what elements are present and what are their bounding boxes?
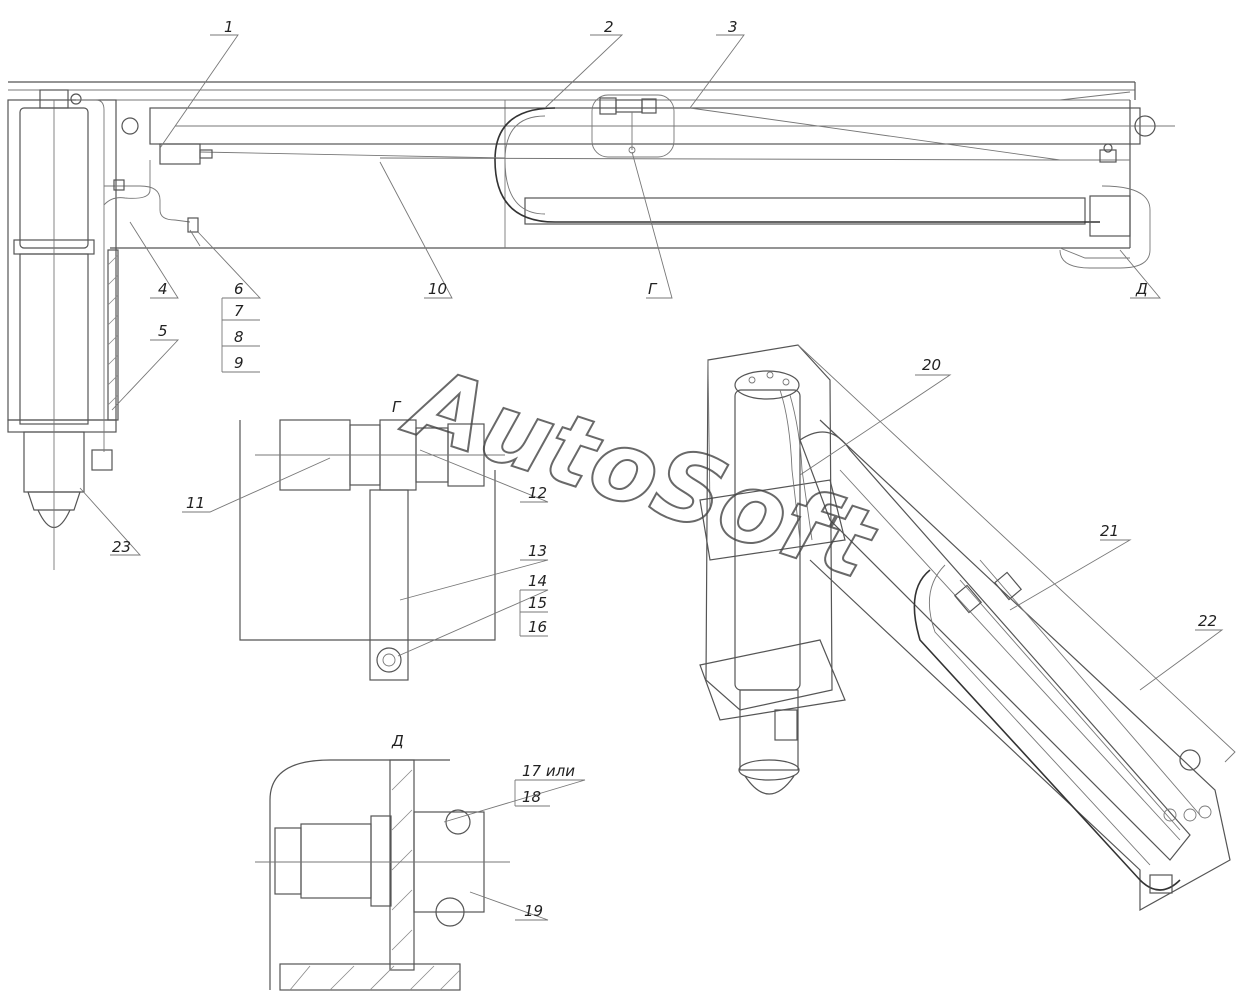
label-21: 21 xyxy=(1100,522,1119,540)
label-g-title: Г xyxy=(392,398,402,416)
label-12: 12 xyxy=(528,484,547,502)
label-10: 10 xyxy=(428,280,447,298)
detail-view-d xyxy=(255,759,586,991)
label-7: 7 xyxy=(234,302,244,320)
label-6: 6 xyxy=(234,280,244,298)
column-cylinder xyxy=(7,89,119,570)
label-9: 9 xyxy=(234,354,244,372)
label-20: 20 xyxy=(922,356,941,374)
label-16: 16 xyxy=(528,618,547,636)
label-17: 17 или xyxy=(522,762,575,780)
label-8: 8 xyxy=(234,328,244,346)
label-2: 2 xyxy=(604,18,614,36)
top-view xyxy=(7,34,1175,570)
detail-view-g xyxy=(182,419,549,681)
label-5: 5 xyxy=(158,322,168,340)
label-18: 18 xyxy=(522,788,541,806)
label-3: 3 xyxy=(728,18,738,36)
label-1: 1 xyxy=(224,18,234,36)
label-15: 15 xyxy=(528,594,547,612)
watermark: AutoSoft xyxy=(391,344,889,601)
label-4: 4 xyxy=(158,280,168,298)
labels: 1 2 3 4 5 6 7 8 9 10 Г Д 23 Г 11 12 13 1… xyxy=(112,18,1217,920)
label-23: 23 xyxy=(112,538,131,556)
leaders-top xyxy=(79,34,1161,556)
isometric-view xyxy=(699,344,1236,912)
label-22: 22 xyxy=(1198,612,1217,630)
label-d-title: Д xyxy=(391,732,404,750)
label-g-callout: Г xyxy=(648,280,658,298)
label-13: 13 xyxy=(528,542,547,560)
label-14: 14 xyxy=(528,572,547,590)
label-d-callout: Д xyxy=(1135,280,1148,298)
boom-body xyxy=(103,91,1175,259)
label-11: 11 xyxy=(186,494,205,512)
label-19: 19 xyxy=(524,902,543,920)
